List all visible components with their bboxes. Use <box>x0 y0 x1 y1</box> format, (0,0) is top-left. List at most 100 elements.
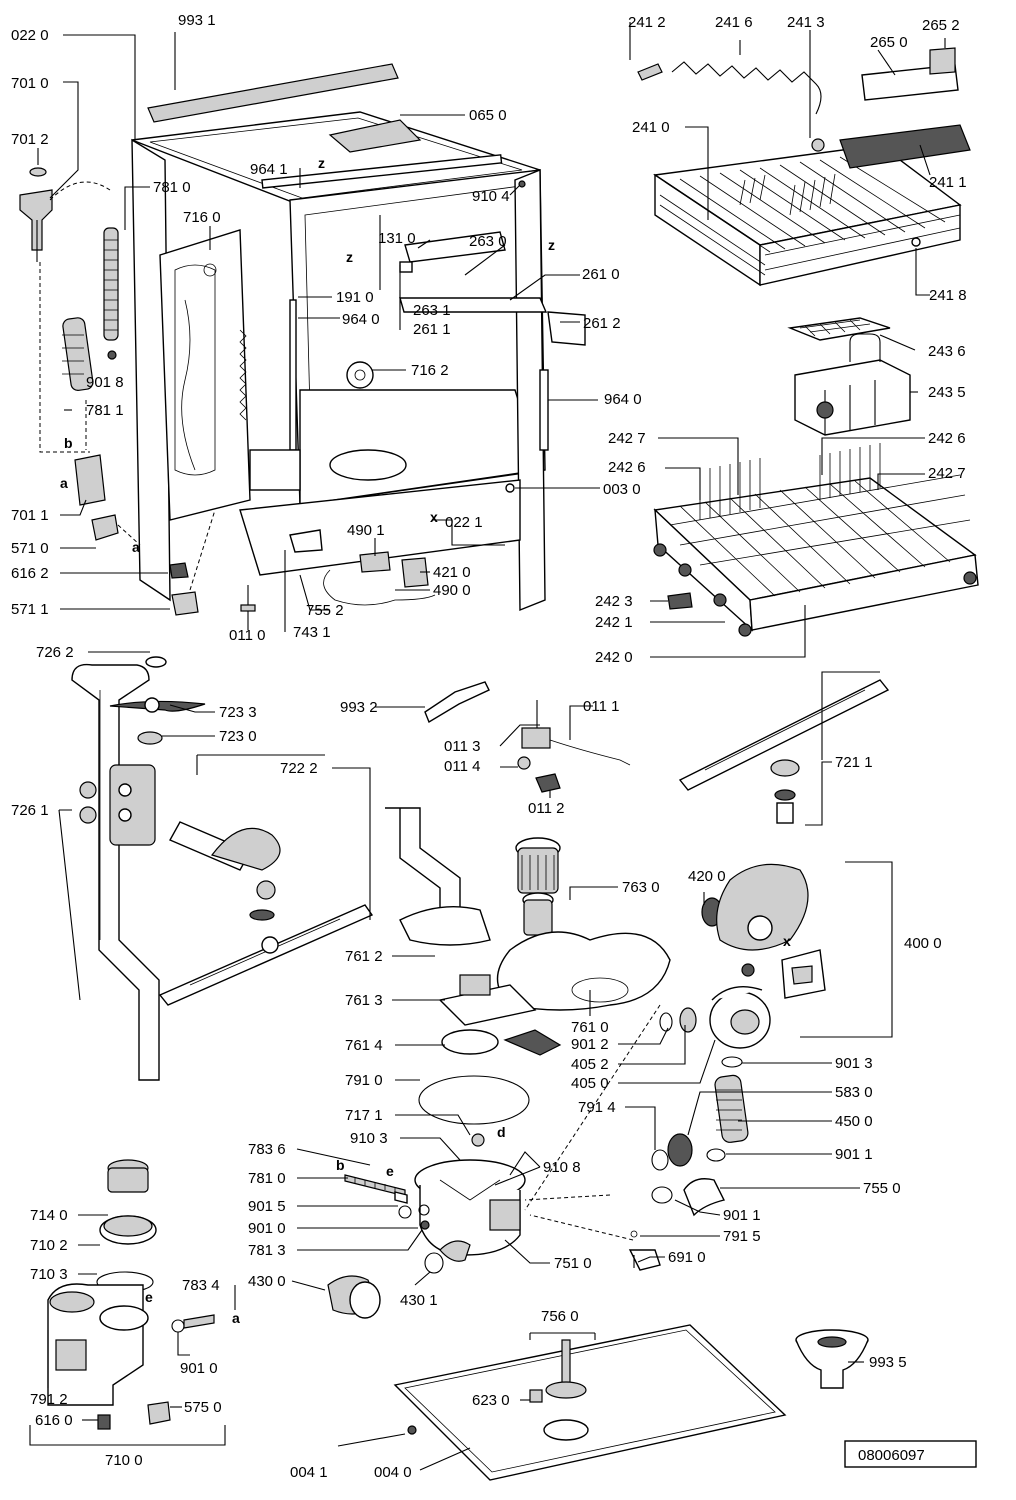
part-label: 261 1 <box>413 321 451 338</box>
part-label: 011 3 <box>444 738 480 755</box>
part-label: 791 4 <box>578 1099 616 1116</box>
part-label: 910 3 <box>350 1130 388 1147</box>
leader-lines <box>29 22 946 1471</box>
part-label: 241 1 <box>929 174 967 191</box>
part-label: 242 1 <box>595 614 633 631</box>
marker-letter: b <box>336 1157 345 1173</box>
part-label: 783 6 <box>248 1141 286 1158</box>
part-label: 791 5 <box>723 1228 761 1245</box>
part-label: 011 2 <box>528 800 564 817</box>
part-labels: 022 0 993 1 701 0 701 2 781 0 716 0 964 … <box>11 12 967 1481</box>
part-label: 781 3 <box>248 1242 286 1259</box>
part-label: 726 2 <box>36 644 74 661</box>
part-label: 783 4 <box>182 1277 220 1294</box>
part-label: 763 0 <box>622 879 660 896</box>
lower-basket <box>653 443 979 637</box>
part-label: 490 0 <box>433 582 471 599</box>
marker-letter: e <box>145 1289 153 1305</box>
part-label: 011 0 <box>229 627 265 644</box>
marker-letter: b <box>64 435 73 451</box>
part-label: 716 2 <box>411 362 449 379</box>
part-label: 701 1 <box>11 507 49 524</box>
part-label: 791 0 <box>345 1072 383 1089</box>
part-label: 710 0 <box>105 1452 143 1469</box>
part-label: 701 2 <box>11 131 49 148</box>
part-label: 065 0 <box>469 107 507 124</box>
part-label: 781 0 <box>153 179 191 196</box>
part-label: 910 8 <box>543 1159 581 1176</box>
part-label: 701 0 <box>11 75 49 92</box>
part-label: 761 0 <box>571 1019 609 1036</box>
part-label: 755 2 <box>306 602 344 619</box>
drawing-number: 08006097 <box>858 1447 925 1464</box>
part-label: 691 0 <box>668 1249 706 1266</box>
upper-basket <box>637 47 971 436</box>
part-label: 616 2 <box>11 565 49 582</box>
part-label: 721 1 <box>835 754 873 771</box>
part-label: 241 3 <box>787 14 825 31</box>
part-label: 717 1 <box>345 1107 383 1124</box>
part-label: 242 0 <box>595 649 633 666</box>
dishwasher-cabinet <box>131 63 586 612</box>
part-label: 261 0 <box>582 266 620 283</box>
funnel <box>795 1329 869 1389</box>
part-label: 571 1 <box>11 601 49 618</box>
part-label: 450 0 <box>835 1113 873 1130</box>
part-label: 022 0 <box>11 27 49 44</box>
part-label: 964 1 <box>250 161 288 178</box>
part-label: 241 8 <box>929 287 967 304</box>
marker-letter: z <box>346 249 353 265</box>
part-label: 716 0 <box>183 209 221 226</box>
part-label: 723 3 <box>219 704 257 721</box>
part-label: 781 0 <box>248 1170 286 1187</box>
part-label: 265 0 <box>870 34 908 51</box>
part-label: 722 2 <box>280 760 318 777</box>
part-label: 241 0 <box>632 119 670 136</box>
part-label: 490 1 <box>347 522 385 539</box>
part-label: 242 6 <box>608 459 646 476</box>
part-label: 575 0 <box>184 1399 222 1416</box>
part-label: 571 0 <box>11 540 49 557</box>
marker-letter: a <box>60 475 68 491</box>
marker-letter: x <box>783 933 791 949</box>
part-label: 993 5 <box>869 1354 907 1371</box>
part-label: 993 1 <box>178 12 216 29</box>
part-label: 405 2 <box>571 1056 609 1073</box>
part-label: 710 2 <box>30 1237 68 1254</box>
part-label: 723 0 <box>219 728 257 745</box>
part-label: 242 3 <box>595 593 633 610</box>
wash-arms <box>71 656 890 1081</box>
connection-markers: z z z x x a b a b e d e a <box>60 155 791 1326</box>
salt-container <box>47 1159 215 1430</box>
part-label: 791 2 <box>30 1391 68 1408</box>
sump-and-pump <box>327 681 826 1319</box>
marker-letter: z <box>318 155 325 171</box>
part-label: 430 1 <box>400 1292 438 1309</box>
part-label: 910 4 <box>472 188 510 205</box>
part-label: 420 0 <box>688 868 726 885</box>
base-plate <box>393 1324 787 1481</box>
part-label: 993 2 <box>340 699 378 716</box>
part-label: 011 4 <box>444 758 480 775</box>
part-label: 901 5 <box>248 1198 286 1215</box>
part-label: 261 2 <box>583 315 621 332</box>
part-label: 761 4 <box>345 1037 383 1054</box>
marker-letter: x <box>430 509 438 525</box>
part-label: 726 1 <box>11 802 49 819</box>
part-label: 004 0 <box>374 1464 412 1481</box>
drawing-number-box: 08006097 <box>844 1440 977 1468</box>
part-label: 761 2 <box>345 948 383 965</box>
part-label: 761 3 <box>345 992 383 1009</box>
part-label: 400 0 <box>904 935 942 952</box>
part-label: 265 2 <box>922 17 960 34</box>
part-label: 241 2 <box>628 14 666 31</box>
part-label: 003 0 <box>603 481 641 498</box>
part-label: 710 3 <box>30 1266 68 1283</box>
part-label: 901 0 <box>180 1360 218 1377</box>
part-label: 901 8 <box>86 374 124 391</box>
part-label: 263 0 <box>469 233 507 250</box>
part-label: 191 0 <box>336 289 374 306</box>
part-label: 243 6 <box>928 343 966 360</box>
part-label: 242 6 <box>928 430 966 447</box>
